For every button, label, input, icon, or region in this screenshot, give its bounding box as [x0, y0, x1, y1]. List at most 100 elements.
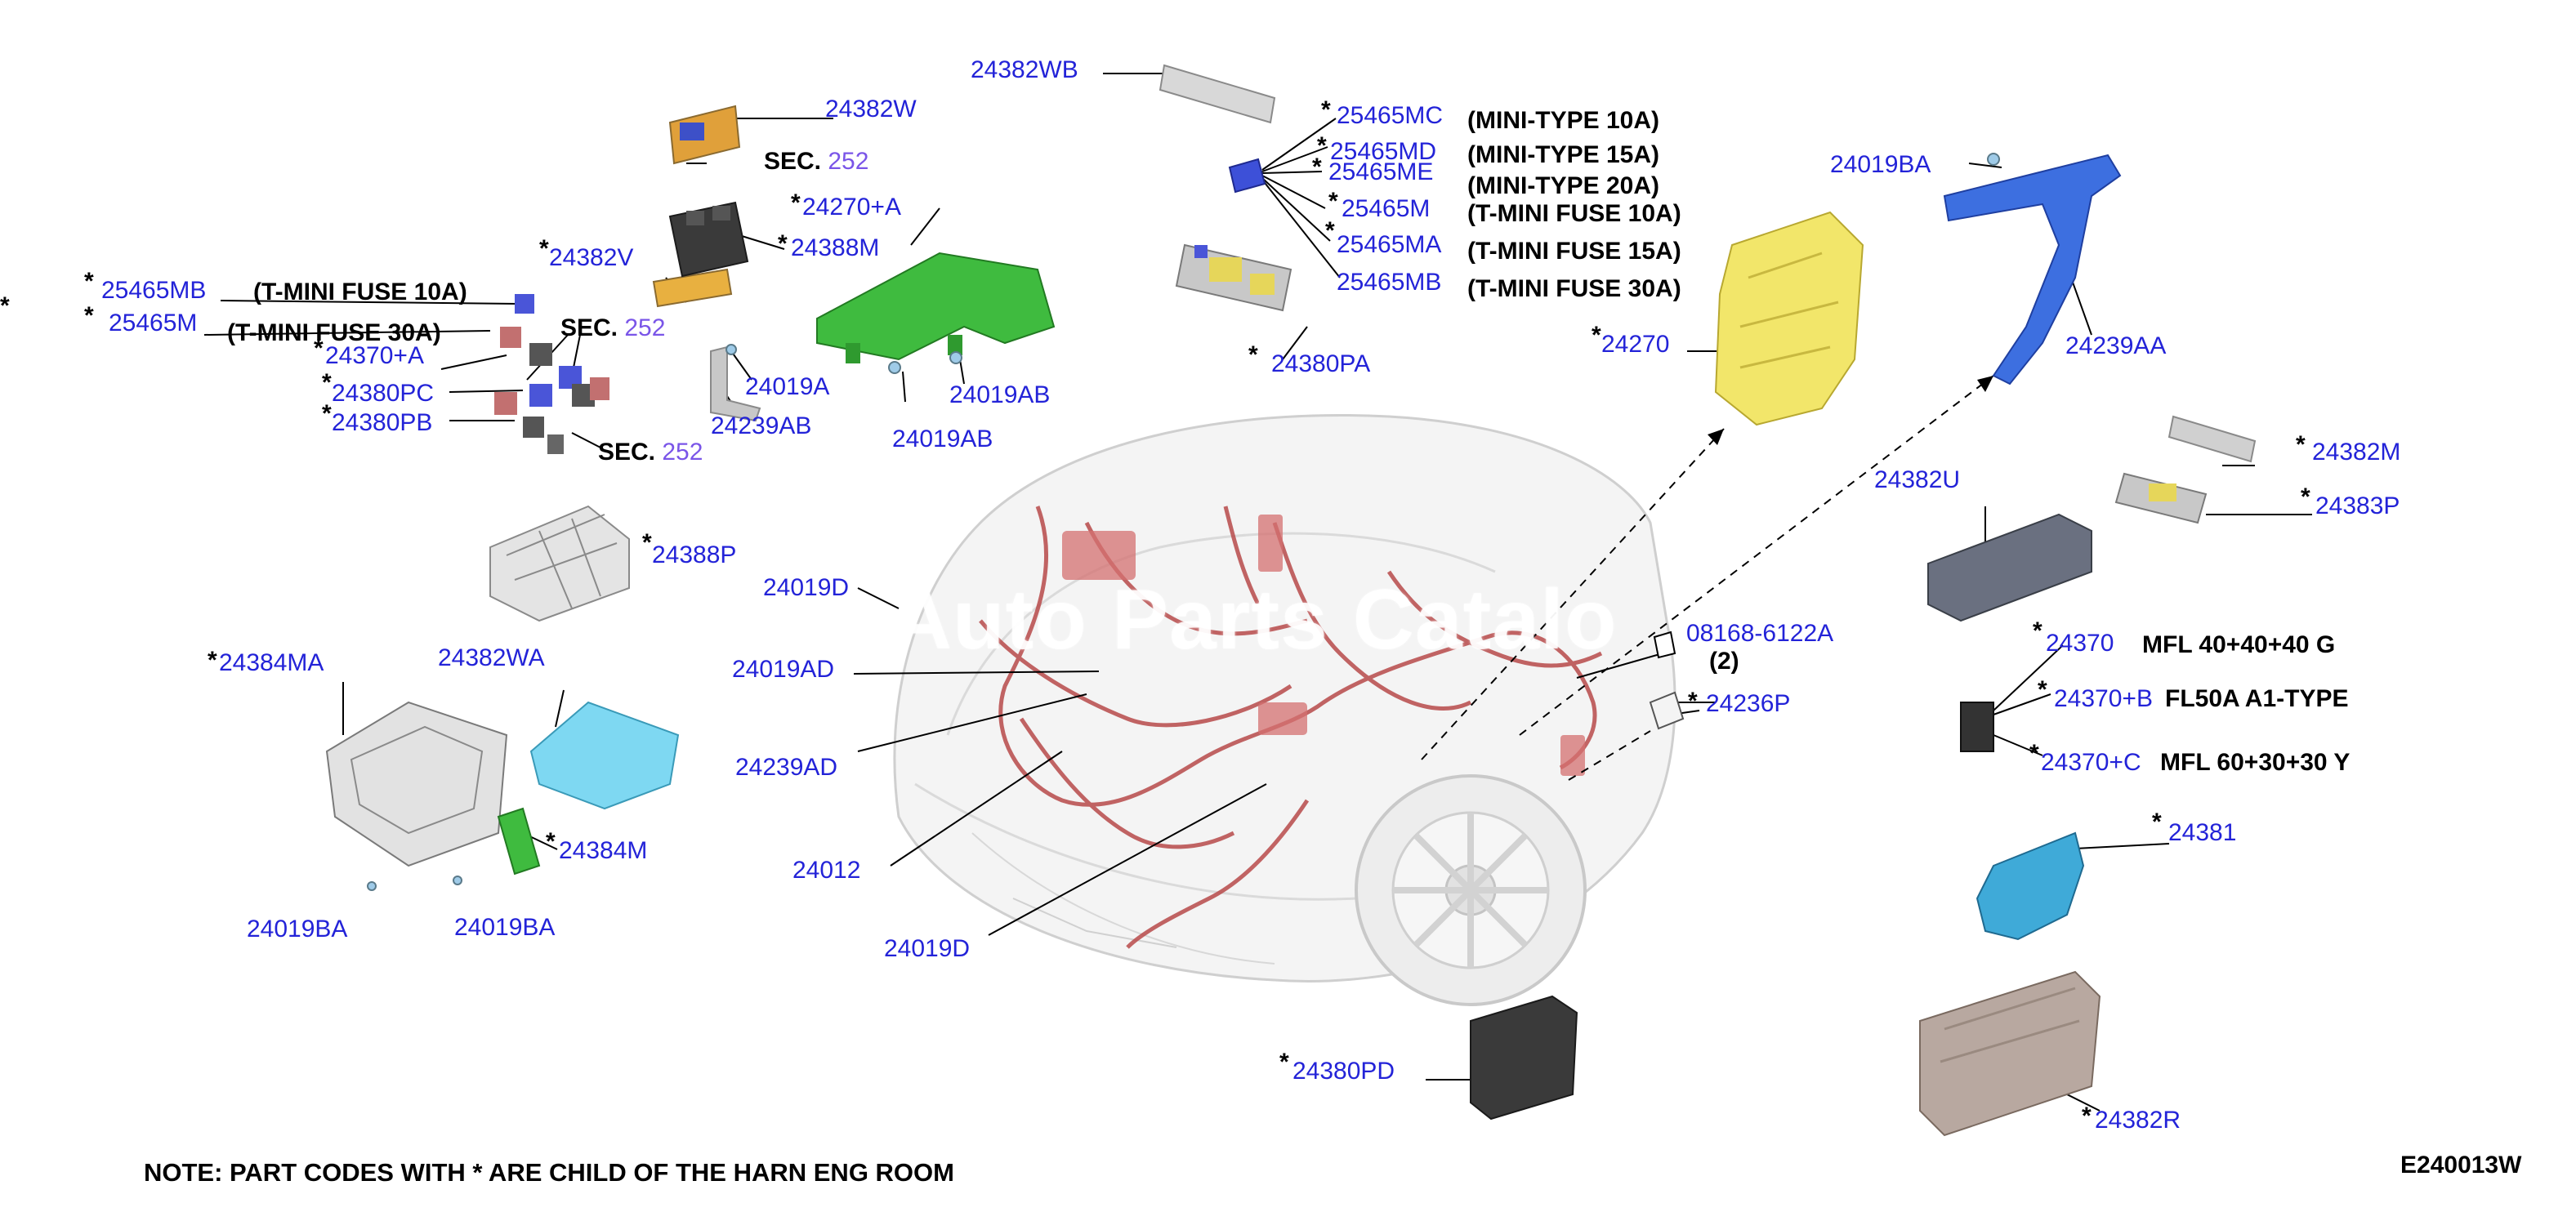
label-24370[interactable]: 24370 [2046, 630, 2114, 657]
label-24019a[interactable]: 24019A [745, 373, 830, 400]
tray-24388p [489, 505, 630, 622]
sec-word: SEC. [764, 148, 822, 175]
connector-24236p [1649, 691, 1685, 730]
asterisk: * [2301, 483, 2310, 510]
label-24382w[interactable]: 24382W [825, 96, 917, 123]
asterisk: * [539, 235, 549, 262]
relay-block-24388m [668, 201, 749, 278]
label-25465mb-right[interactable]: 25465MB [1337, 269, 1442, 296]
asterisk: * [778, 230, 788, 257]
fuse-mini-10a: (MINI-TYPE 10A) [1467, 107, 1660, 134]
label-24384m[interactable]: 24384M [559, 837, 648, 864]
label-24019ab-2[interactable]: 24019AB [892, 426, 993, 452]
clips-24019 [367, 153, 2000, 891]
fuse-t-mini-30a-left: (T-MINI FUSE 30A) [227, 319, 441, 346]
label-24370c[interactable]: 24370+C [2041, 749, 2141, 776]
arrow-heads [1708, 376, 1993, 445]
asterisk: * [1688, 688, 1698, 715]
label-24019ad[interactable]: 24019AD [732, 656, 835, 683]
label-24370a[interactable]: 24370+A [325, 342, 424, 369]
label-24012[interactable]: 24012 [792, 857, 861, 884]
label-25465ma[interactable]: 25465MA [1337, 231, 1442, 258]
fuse-fl50a: FL50A A1-TYPE [2165, 685, 2349, 712]
sec-word: SEC. [598, 439, 656, 466]
label-25465md[interactable]: 25465MD [1330, 138, 1437, 165]
fuse-block-24370 [1960, 702, 1994, 752]
fuse-mfl-404040: MFL 40+40+40 G [2142, 631, 2336, 658]
asterisk: * [546, 828, 556, 855]
asterisk: * [2029, 740, 2039, 767]
label-24239aa[interactable]: 24239AA [2065, 332, 2167, 359]
relay-24382w [668, 105, 741, 165]
asterisk: * [791, 189, 801, 216]
asterisk: * [208, 647, 217, 674]
label-24270a[interactable]: 24270+A [802, 194, 901, 221]
asterisk: * [1328, 188, 1338, 215]
label-24388m[interactable]: 24388M [791, 234, 880, 261]
label-24019ab-1[interactable]: 24019AB [949, 381, 1051, 408]
label-24382wb[interactable]: 24382WB [971, 56, 1078, 83]
label-24383p[interactable]: 24383P [2315, 492, 2400, 519]
label-24380pc[interactable]: 24380PC [332, 380, 435, 407]
label-24382m[interactable]: 24382M [2312, 439, 2401, 466]
label-24019ba-top[interactable]: 24019BA [1830, 151, 1931, 178]
fuse-mfl-603030: MFL 60+30+30 Y [2160, 749, 2351, 776]
sec-ref-2[interactable]: SEC. 252 [560, 315, 665, 341]
sec-ref-3[interactable]: SEC. 252 [598, 439, 703, 466]
diagram-note: NOTE: PART CODES WITH * ARE CHILD OF THE… [144, 1158, 954, 1187]
label-24382u[interactable]: 24382U [1874, 466, 1961, 493]
fuse-24382v [652, 268, 733, 308]
label-24270[interactable]: 24270 [1601, 331, 1670, 358]
label-24019ba-2[interactable]: 24019BA [454, 914, 556, 941]
harness-modules [1062, 515, 1585, 776]
label-24370b[interactable]: 24370+B [2054, 685, 2153, 712]
label-24380pa[interactable]: 24380PA [1271, 350, 1371, 377]
quantity-2: (2) [1709, 648, 1739, 675]
relay-24383p [2114, 472, 2208, 524]
label-24019d-bottom[interactable]: 24019D [884, 935, 971, 962]
asterisk: * [0, 292, 10, 319]
fuse-t-mini-10a: (T-MINI FUSE 10A) [1467, 200, 1681, 227]
label-24382wa[interactable]: 24382WA [438, 644, 545, 671]
label-24239ab[interactable]: 24239AB [711, 412, 812, 439]
sec-ref-1[interactable]: SEC. 252 [764, 149, 868, 175]
label-24388p[interactable]: 24388P [652, 541, 737, 568]
label-24382r[interactable]: 24382R [2095, 1107, 2181, 1134]
label-24019d-top[interactable]: 24019D [763, 574, 850, 601]
label-24239ad[interactable]: 24239AD [735, 754, 838, 781]
label-08168[interactable]: 08168-6122A [1686, 620, 1834, 647]
asterisk: * [322, 400, 332, 427]
asterisk: * [2296, 431, 2306, 458]
asterisk: * [2038, 676, 2047, 703]
sec-number: 252 [624, 314, 666, 341]
label-24382v[interactable]: 24382V [549, 244, 634, 271]
asterisk: * [322, 369, 332, 396]
fuse-bundle [1228, 158, 1266, 194]
label-24019ba-1[interactable]: 24019BA [247, 916, 348, 942]
label-24381[interactable]: 24381 [2168, 819, 2237, 846]
label-24380pd[interactable]: 24380PD [1292, 1058, 1395, 1085]
label-25465me[interactable]: 25465ME [1328, 158, 1434, 185]
figure-code: E240013W [2400, 1152, 2522, 1179]
sec-word: SEC. [560, 314, 618, 341]
label-24384ma[interactable]: 24384MA [219, 649, 324, 676]
bolt-08168 [1653, 631, 1676, 659]
label-24380pb[interactable]: 24380PB [332, 409, 433, 436]
label-25465m-right[interactable]: 25465M [1342, 195, 1431, 222]
cover-24382wa [529, 701, 680, 810]
assembly-arrows [1421, 375, 1994, 781]
relay-cluster [494, 294, 609, 454]
watermark: Auto Parts Catalo [891, 573, 1618, 667]
label-24236p[interactable]: 24236P [1706, 690, 1791, 717]
label-25465m-left[interactable]: 25465M [109, 310, 198, 336]
asterisk: * [2082, 1103, 2092, 1130]
asterisk: * [1317, 132, 1327, 159]
front-wheel [1355, 774, 1587, 1006]
fuse-t-mini-30a: (T-MINI FUSE 30A) [1467, 275, 1681, 302]
relay-24380pa [1175, 243, 1292, 312]
sensor-24382m [2168, 415, 2257, 463]
asterisk: * [314, 335, 324, 362]
label-25465mb-left[interactable]: 25465MB [101, 277, 207, 304]
asterisk: * [1279, 1049, 1289, 1076]
label-25465mc[interactable]: 25465MC [1337, 102, 1444, 129]
